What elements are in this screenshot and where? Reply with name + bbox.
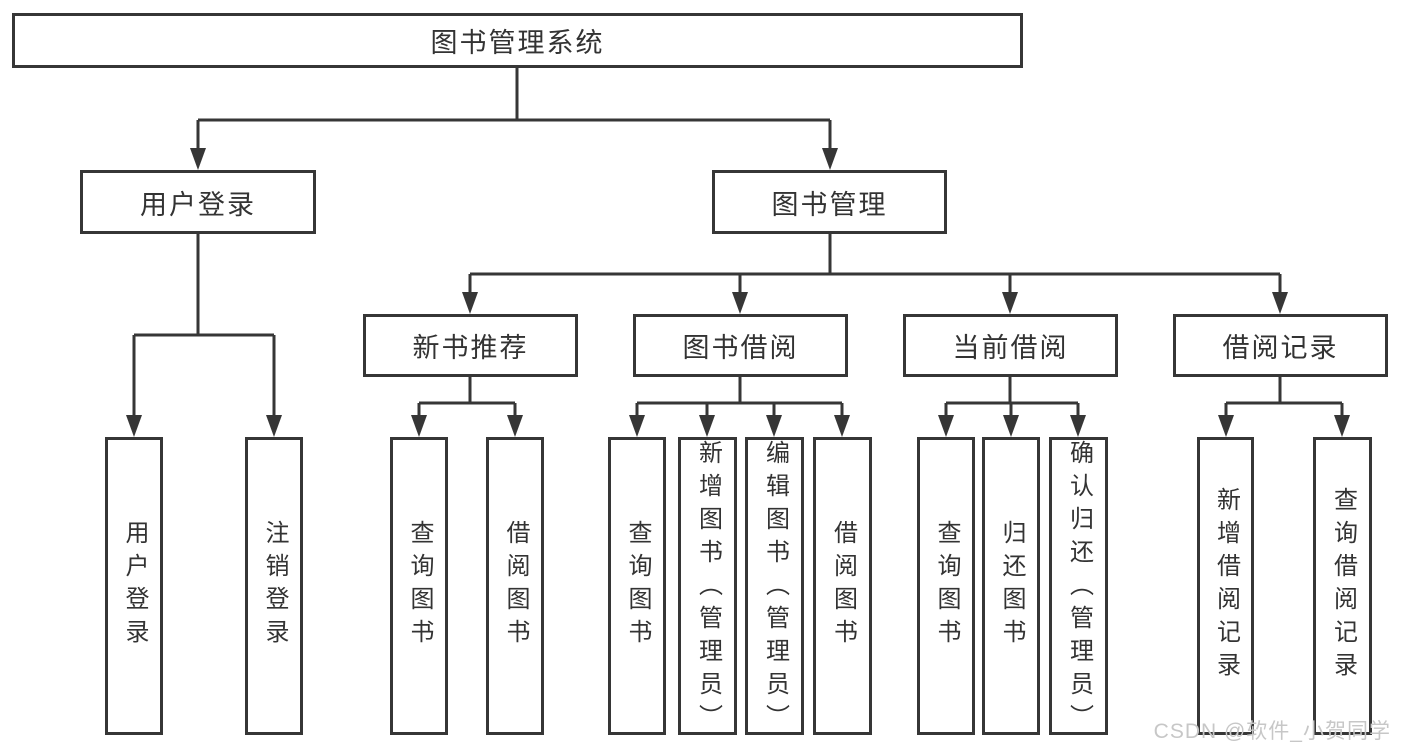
csdn-watermark: CSDN @软件_小贺同学 bbox=[1153, 720, 1391, 743]
node-label: 注销登录 bbox=[261, 520, 288, 652]
leaf-borrowing-borrow-books: 借阅图书 bbox=[813, 437, 872, 735]
node-current-borrowing: 当前借阅 bbox=[903, 314, 1118, 377]
node-label: 借阅图书 bbox=[829, 520, 857, 652]
node-label: 借阅图书 bbox=[502, 520, 529, 652]
node-book-management: 图书管理 bbox=[712, 170, 947, 234]
leaf-records-add-borrow-record: 新增借阅记录 bbox=[1197, 437, 1254, 735]
node-label: 图书管理系统 bbox=[430, 28, 605, 58]
node-label: 查询图书 bbox=[624, 520, 651, 652]
node-label: 编辑图书（管理员） bbox=[761, 440, 789, 737]
leaf-borrowing-edit-books-admin: 编辑图书（管理员） bbox=[745, 437, 804, 737]
leaf-borrowing-add-books-admin: 新增图书（管理员） bbox=[678, 437, 737, 737]
arrowhead-icon bbox=[126, 415, 142, 437]
arrowhead-icon bbox=[190, 148, 206, 170]
node-label: 图书管理 bbox=[771, 189, 888, 220]
node-label: 查询图书 bbox=[933, 520, 960, 652]
arrowhead-icon bbox=[699, 415, 715, 437]
node-label: 图书借阅 bbox=[682, 333, 799, 363]
node-label: 用户登录 bbox=[140, 189, 256, 220]
arrowhead-icon bbox=[822, 148, 838, 170]
node-label: 当前借阅 bbox=[952, 333, 1069, 363]
leaf-current-return-books: 归还图书 bbox=[982, 437, 1040, 735]
node-new-book-recommend: 新书推荐 bbox=[363, 314, 578, 377]
node-label: 查询借阅记录 bbox=[1329, 487, 1357, 685]
leaf-borrowing-query-books: 查询图书 bbox=[608, 437, 666, 735]
arrowhead-icon bbox=[834, 415, 850, 437]
arrowhead-icon bbox=[1070, 415, 1086, 437]
arrowhead-icon bbox=[1002, 292, 1018, 314]
node-book-borrowing: 图书借阅 bbox=[633, 314, 848, 377]
arrowhead-icon bbox=[266, 415, 282, 437]
arrowhead-icon bbox=[1218, 415, 1234, 437]
arrowhead-icon bbox=[629, 415, 645, 437]
leaf-recommend-query-books: 查询图书 bbox=[390, 437, 448, 735]
leaf-records-query-borrow-record: 查询借阅记录 bbox=[1313, 437, 1372, 735]
node-label: 新增图书（管理员） bbox=[694, 440, 722, 737]
node-label: 借阅记录 bbox=[1222, 333, 1339, 363]
node-label: 确认归还（管理员） bbox=[1065, 440, 1093, 737]
arrowhead-icon bbox=[938, 415, 954, 437]
arrowhead-icon bbox=[1003, 415, 1019, 437]
arrowhead-icon bbox=[462, 292, 478, 314]
leaf-current-confirm-return-admin: 确认归还（管理员） bbox=[1049, 437, 1108, 737]
arrowhead-icon bbox=[1272, 292, 1288, 314]
leaf-logout: 注销登录 bbox=[245, 437, 303, 735]
arrowhead-icon bbox=[732, 292, 748, 314]
node-borrowing-records: 借阅记录 bbox=[1173, 314, 1388, 377]
node-library-management-system: 图书管理系统 bbox=[12, 13, 1023, 68]
leaf-user-login: 用户登录 bbox=[105, 437, 163, 735]
node-label: 查询图书 bbox=[406, 520, 433, 652]
arrowhead-icon bbox=[1334, 415, 1350, 437]
arrowhead-icon bbox=[766, 415, 782, 437]
arrowhead-icon bbox=[411, 415, 427, 437]
node-label: 用户登录 bbox=[121, 520, 148, 652]
node-label: 新书推荐 bbox=[412, 333, 529, 363]
leaf-recommend-borrow-books: 借阅图书 bbox=[486, 437, 544, 735]
node-user-login: 用户登录 bbox=[80, 170, 316, 234]
node-label: 新增借阅记录 bbox=[1212, 487, 1240, 685]
node-label: 归还图书 bbox=[998, 520, 1025, 652]
leaf-current-query-books: 查询图书 bbox=[917, 437, 975, 735]
arrowhead-icon bbox=[507, 415, 523, 437]
